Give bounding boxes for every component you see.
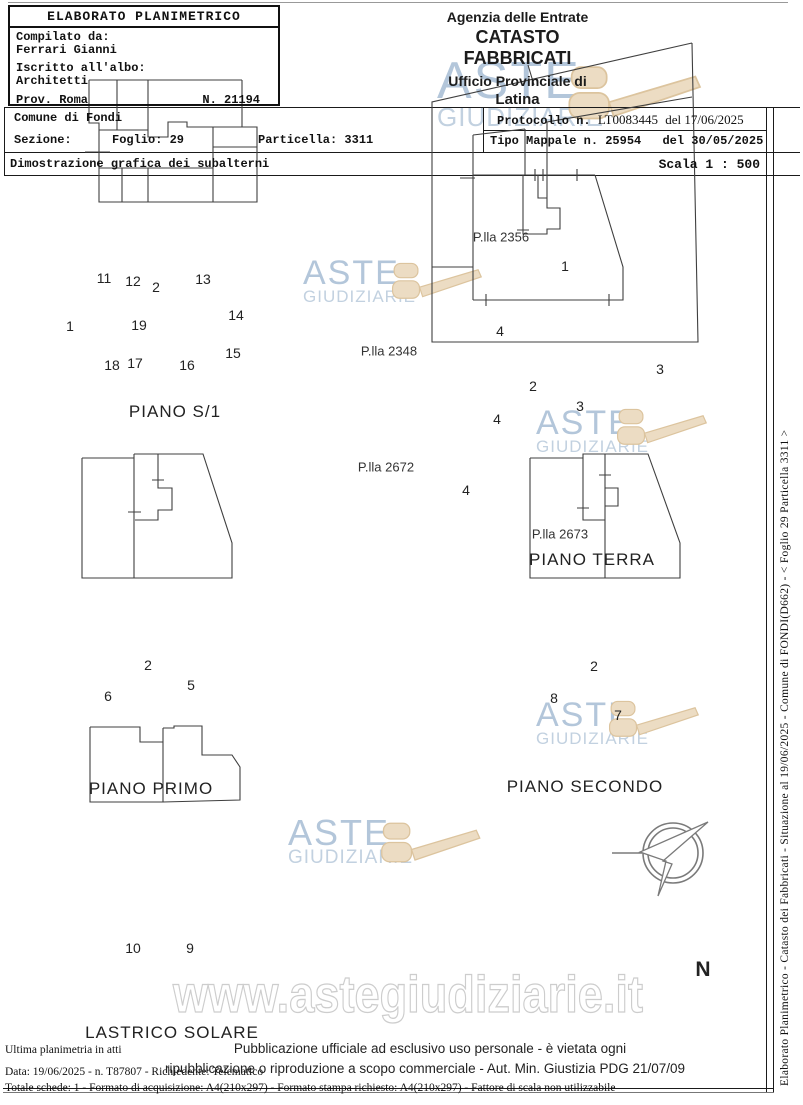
- register-number: N. 21194: [202, 93, 260, 107]
- rule-header-bottom: [4, 107, 800, 108]
- watermark-url-text: www.astegiudiziarie.it: [172, 966, 643, 1024]
- room-label: 4: [493, 411, 501, 427]
- parcel-label: P.lla 2348: [360, 343, 418, 359]
- compiled-by-label: Compilato da:: [16, 30, 110, 44]
- tipo-mappale-label: Tipo Mappale n.: [490, 134, 599, 148]
- agency-line1: Agenzia delle Entrate: [446, 9, 589, 25]
- room-label: 3: [576, 398, 584, 414]
- agency-header: Agenzia delle Entrate CATASTO FABBRICATI…: [420, 9, 615, 108]
- register-value: Architetti: [16, 74, 89, 88]
- rule-subtitle-bottom: [4, 175, 800, 176]
- rule-left-edge: [4, 107, 5, 175]
- foglio-label: Foglio: 29: [112, 133, 185, 147]
- room-label: 2: [590, 658, 598, 674]
- header-compiler-box: ELABORATO PLANIMETRICO Compilato da: Fer…: [8, 5, 280, 107]
- plan-primo-outline: [81, 453, 233, 579]
- compiled-by-value: Ferrari Gianni: [16, 43, 117, 57]
- register-label: Iscritto all'albo:: [16, 61, 146, 75]
- parcel-label: P.lla 2672: [357, 459, 415, 475]
- frame-right-inner: [766, 107, 767, 1092]
- tipo-mappale-date: del 30/05/2025: [662, 134, 764, 148]
- document-title: ELABORATO PLANIMETRICO: [10, 7, 278, 28]
- protocol-date: del 17/06/2025: [665, 112, 744, 127]
- room-label: 7: [614, 707, 622, 723]
- frame-bottom-inner: [3, 1088, 774, 1089]
- north-label: N: [695, 958, 711, 981]
- agency-line3: Ufficio Provinciale di: [448, 73, 587, 89]
- floor-title-lastrico: LASTRICO SOLARE: [85, 1023, 259, 1042]
- room-label: 4: [462, 482, 470, 498]
- room-label: 1: [561, 258, 569, 274]
- protocol-box-divider: [483, 130, 766, 131]
- plan-terra-outline: [431, 42, 699, 343]
- room-label: 14: [228, 307, 244, 323]
- room-label: 13: [195, 271, 211, 287]
- floor-title-terra: PIANO TERRA: [529, 550, 655, 569]
- agency-line2: CATASTO FABBRICATI: [463, 27, 572, 68]
- room-label: 6: [104, 688, 112, 704]
- room-label: 11: [96, 270, 112, 286]
- scale-label: Scala 1 : 500: [658, 157, 760, 172]
- subtitle-label: Dimostrazione grafica dei subalterni: [10, 157, 270, 171]
- floor-title-secondo: PIANO SECONDO: [506, 777, 664, 796]
- footer-line1: Ultima planimetria in atti: [5, 1044, 122, 1056]
- room-label: 4: [496, 323, 504, 339]
- parcel-label: P.lla 2356: [472, 229, 530, 245]
- plan-secondo-outline: [529, 453, 681, 579]
- floor-title-s1: PIANO S/1: [128, 402, 222, 421]
- rule-info-bottom: [4, 152, 800, 153]
- frame-right-outer: [773, 107, 774, 1092]
- room-label: 9: [186, 940, 194, 956]
- room-label: 5: [187, 677, 195, 693]
- publication-notice-line2: ripubblicazione o riproduzione a scopo c…: [164, 1061, 686, 1076]
- room-label: 2: [529, 378, 537, 394]
- room-label: 19: [131, 317, 147, 333]
- sezione-label: Sezione:: [14, 133, 72, 147]
- protocol-number: LT0083445: [597, 112, 659, 127]
- sidebar-vertical-text: Elaborato Planimetrico - Catasto dei Fab…: [779, 429, 791, 1086]
- tipo-mappale-number: 25954: [605, 134, 642, 148]
- page-top-rule: [8, 2, 788, 3]
- room-label: 2: [152, 279, 160, 295]
- protocol-label: Protocollo n.: [497, 114, 591, 128]
- agency-line4: Latina: [495, 91, 540, 108]
- floor-title-primo: PIANO PRIMO: [88, 779, 214, 798]
- comune-label: Comune di Fondi: [14, 111, 123, 125]
- room-label: 2: [144, 657, 152, 673]
- footer-line3: Totale schede: 1 - Formato di acquisizio…: [5, 1082, 616, 1094]
- parcel-label: P.lla 2673: [531, 526, 589, 542]
- room-label: 18: [104, 357, 120, 373]
- room-label: 12: [125, 273, 141, 289]
- room-label: 3: [656, 361, 664, 377]
- room-label: 10: [125, 940, 141, 956]
- room-label: 16: [179, 357, 195, 373]
- room-label: 17: [127, 355, 143, 371]
- room-label: 1: [66, 318, 74, 334]
- publication-notice-line1: Pubblicazione ufficiale ad esclusivo uso…: [233, 1041, 627, 1056]
- plan-lastrico-outline: [89, 725, 241, 803]
- particella-label: Particella: 3311: [258, 133, 374, 147]
- compass-rose-icon: [612, 821, 709, 897]
- room-label: 8: [550, 690, 558, 706]
- room-label: 15: [225, 345, 241, 361]
- province-label: Prov. Roma: [16, 93, 89, 107]
- footer-line2: Data: 19/06/2025 - n. T87807 - Richieden…: [5, 1066, 264, 1078]
- frame-bottom-outer: [3, 1092, 774, 1093]
